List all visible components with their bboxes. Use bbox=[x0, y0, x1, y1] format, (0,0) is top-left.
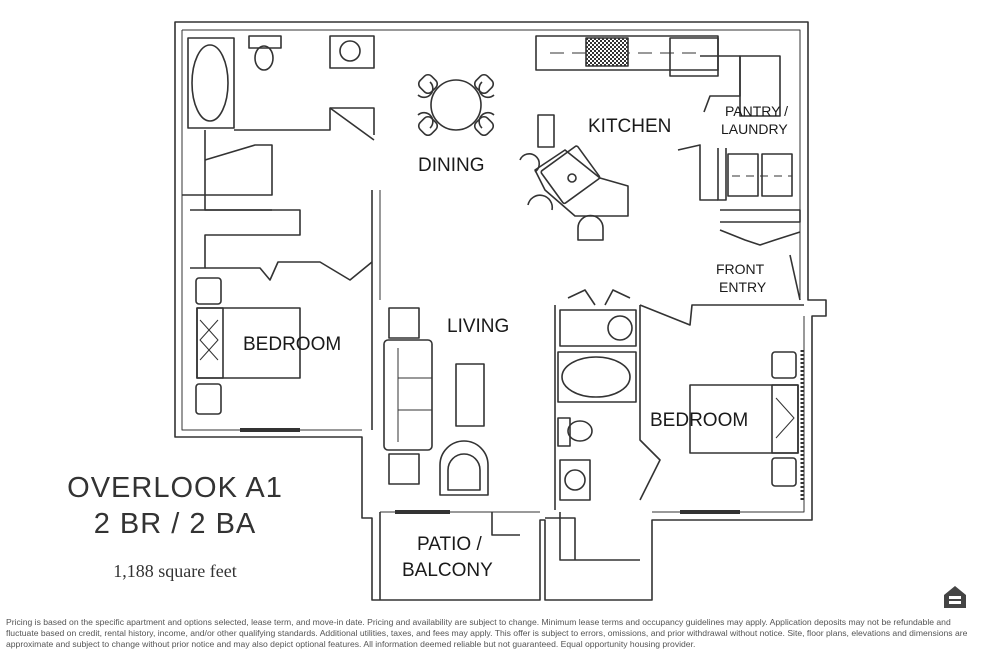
sink-cabinet bbox=[329, 35, 375, 69]
bathtub-right bbox=[557, 351, 637, 403]
room-label-patio-line1: PATIO / bbox=[417, 534, 482, 555]
end-table-bottom bbox=[388, 453, 420, 485]
toilet-tank bbox=[248, 35, 282, 49]
nightstand-top-right bbox=[771, 351, 797, 379]
room-label-bedroom-left: BEDROOM bbox=[243, 334, 341, 355]
room-label-front-entry-line1: FRONT bbox=[716, 261, 765, 277]
room-label-pantry-line2: LAUNDRY bbox=[721, 121, 788, 137]
legal-disclaimer: Pricing is based on the specific apartme… bbox=[6, 617, 968, 649]
end-table-top bbox=[388, 307, 420, 339]
room-label-patio-line2: BALCONY bbox=[402, 560, 493, 581]
plan-beds-baths: 2 BR / 2 BA bbox=[93, 508, 257, 540]
plan-name: OVERLOOK A1 bbox=[67, 472, 283, 504]
floor-plan: KITCHEN DINING PANTRY / LAUNDRY FRONT EN… bbox=[174, 21, 827, 601]
room-label-front-entry-line2: ENTRY bbox=[719, 279, 767, 295]
vanity-right bbox=[559, 309, 637, 347]
bathtub bbox=[187, 37, 235, 129]
fridge bbox=[669, 37, 719, 77]
nightstand-bottom-right bbox=[771, 457, 797, 487]
dryer bbox=[761, 153, 793, 197]
room-label-pantry-line1: PANTRY / bbox=[725, 103, 788, 119]
room-label-bedroom-right: BEDROOM bbox=[650, 410, 748, 431]
washer bbox=[727, 153, 759, 197]
room-label-dining: DINING bbox=[418, 155, 485, 176]
outer-wall bbox=[174, 21, 827, 601]
equal-housing-icon bbox=[944, 586, 966, 608]
sofa bbox=[383, 339, 433, 451]
toilet-tank-right bbox=[557, 417, 571, 447]
plan-square-feet: 1,188 square feet bbox=[113, 561, 237, 581]
room-label-living: LIVING bbox=[447, 316, 509, 337]
nightstand-top-left bbox=[195, 277, 222, 305]
dining-table bbox=[430, 79, 482, 131]
nightstand-bottom-left bbox=[195, 383, 222, 415]
coffee-table bbox=[455, 363, 485, 427]
room-label-kitchen: KITCHEN bbox=[588, 116, 671, 137]
kitchen-island bbox=[534, 149, 629, 217]
cooktop bbox=[585, 37, 629, 67]
armchair bbox=[439, 440, 489, 496]
